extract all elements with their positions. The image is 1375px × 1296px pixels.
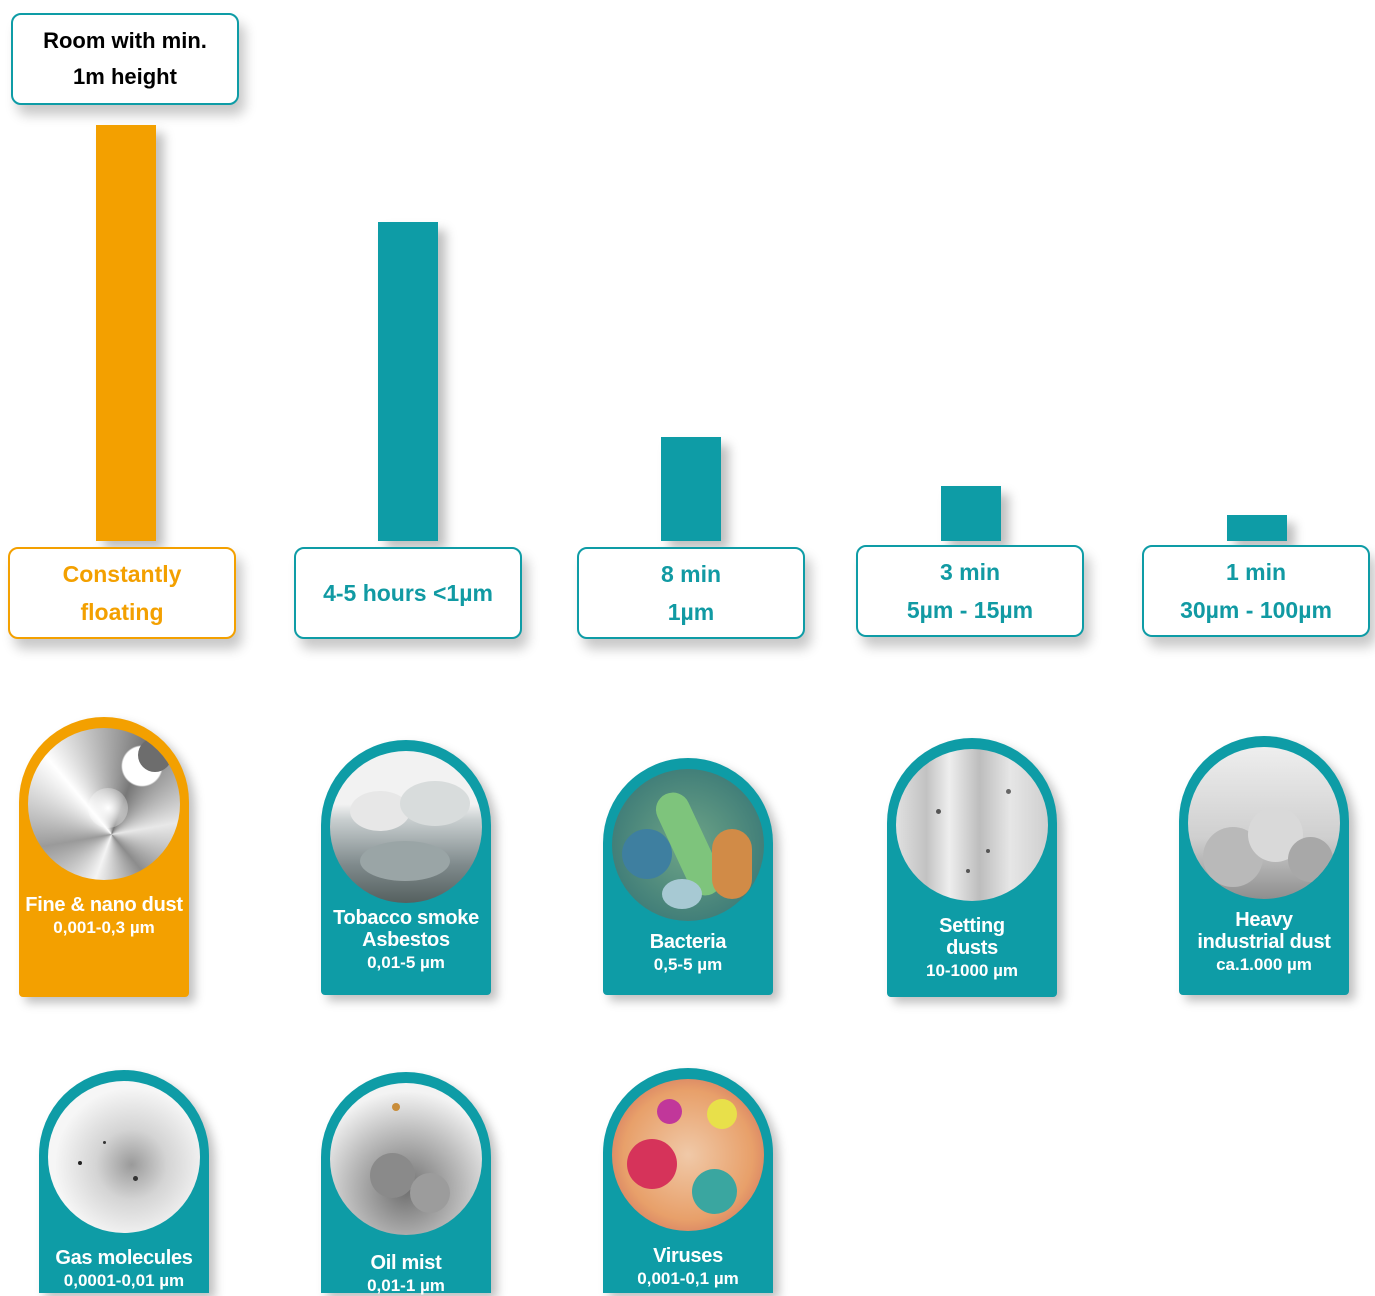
label-4-line-1: 1 min [1225,559,1287,585]
particle-card-heavy-industrial: Heavy industrial dust ca.1.000 µm [1179,736,1349,995]
particle-name-line-1: Setting [939,915,1005,937]
bar-3 [941,486,1001,541]
asbestos-fiber-icon [330,751,482,903]
label-box-2: 8 min 1µm [577,547,805,639]
label-2-line-1: 8 min [660,561,722,587]
particle-name-line-1: Heavy [1235,909,1293,931]
particle-size: 10-1000 µm [925,961,1019,980]
particle-name-line-2: dusts [946,937,998,959]
bacteria-icon [612,769,764,921]
particle-size: 0,001-0,1 µm [637,1269,739,1288]
particle-size: 0,0001-0,01 µm [63,1271,185,1290]
bar-2 [661,437,721,541]
chart-title-box: Room with min. 1m height [11,13,239,105]
label-3-line-2: 5µm - 15µm [906,597,1034,623]
chart-title-line-1: Room with min. [43,28,207,53]
particle-card-oil-mist: Oil mist 0,01-1 µm [321,1072,491,1295]
chart-title-line-2: 1m height [73,64,177,89]
label-box-4: 1 min 30µm - 100µm [1142,545,1370,637]
particle-name: Fine & nano dust [25,894,183,916]
particle-card-setting-dusts: Setting dusts 10-1000 µm [887,738,1057,997]
label-box-3: 3 min 5µm - 15µm [856,545,1084,637]
settling-dust-icon [896,749,1048,901]
label-box-0: Constantly floating [8,547,236,639]
industrial-dust-icon [1188,747,1340,899]
label-2-line-2: 1µm [667,599,715,625]
particle-card-viruses: Viruses 0,001-0,1 µm [603,1068,773,1293]
particle-size: 0,001-0,3 µm [53,918,155,937]
gas-molecules-icon [48,1081,200,1233]
particle-size: 0,5-5 µm [653,955,723,974]
bar-1 [378,222,438,541]
label-0-line-2: floating [80,599,164,625]
particle-card-fine-dust: Fine & nano dust 0,001-0,3 µm [19,717,189,997]
particle-name: Gas molecules [55,1247,193,1269]
oil-mist-icon [330,1083,482,1235]
particle-size: 0,01-5 µm [367,953,445,972]
particle-card-tobacco-asbestos: Tobacco smoke Asbestos 0,01-5 µm [321,740,491,995]
particle-size: ca.1.000 µm [1216,955,1312,974]
particle-card-gas-molecules: Gas molecules 0,0001-0,01 µm [39,1070,209,1293]
bar-4 [1227,515,1287,541]
nano-dust-spray-icon [28,728,180,880]
particle-size: 0,01-1 µm [367,1276,445,1295]
particle-name: Oil mist [370,1252,442,1274]
label-1-line-1: 4-5 hours <1µm [323,580,493,606]
label-3-line-1: 3 min [939,559,1001,585]
particle-card-bacteria: Bacteria 0,5-5 µm [603,758,773,995]
particle-name-line-2: Asbestos [362,929,450,951]
particle-name-line-2: industrial dust [1197,931,1331,953]
bar-0 [96,125,156,541]
virus-icon [612,1079,764,1231]
label-box-1: 4-5 hours <1µm [294,547,522,639]
particle-name: Viruses [653,1245,723,1267]
particle-name: Bacteria [649,931,727,953]
label-0-line-1: Constantly [62,561,182,587]
label-4-line-2: 30µm - 100µm [1180,597,1332,623]
particle-name-line-1: Tobacco smoke [333,907,479,929]
